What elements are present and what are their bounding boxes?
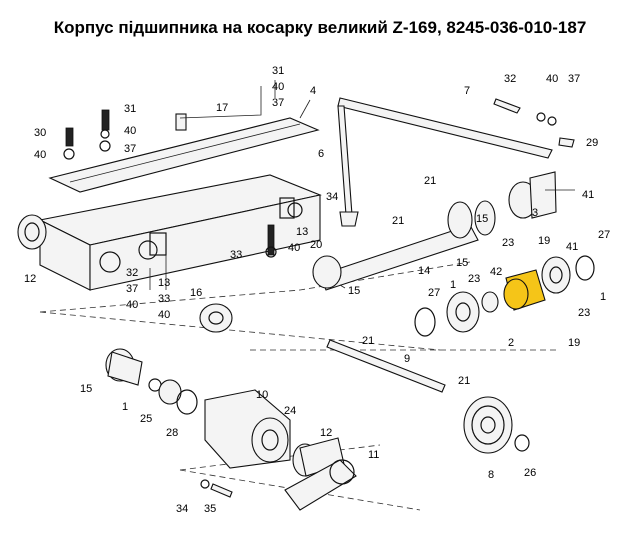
callout-6: 6: [318, 148, 324, 160]
callout-37b: 37: [124, 143, 136, 155]
callout-40c: 40: [34, 149, 46, 161]
callout-42: 42: [490, 266, 502, 278]
callout-26: 26: [524, 467, 536, 479]
gear-housing: [204, 389, 291, 469]
callout-12b: 12: [320, 427, 332, 439]
bevel-gear: [199, 303, 233, 333]
callout-19b: 19: [568, 337, 580, 349]
callout-33a: 33: [230, 249, 242, 261]
callout-9: 9: [404, 353, 410, 365]
callout-17: 17: [216, 102, 228, 114]
callout-37a: 37: [272, 97, 284, 109]
callout-12a: 12: [24, 273, 36, 285]
callout-1b: 1: [600, 291, 606, 303]
bearing-housing-highlighted: [503, 269, 546, 311]
callout-41a: 41: [582, 189, 594, 201]
callout-40f: 40: [126, 299, 138, 311]
callout-30: 30: [34, 127, 46, 139]
callout-21a: 21: [424, 175, 436, 187]
callout-37d: 37: [126, 283, 138, 295]
callout-13b: 13: [158, 277, 170, 289]
callout-1a: 1: [450, 279, 456, 291]
callout-23c: 23: [578, 307, 590, 319]
callout-3: 3: [532, 207, 538, 219]
callout-1c: 1: [122, 401, 128, 413]
callout-34a: 34: [326, 191, 338, 203]
bearing-rings-right: [414, 255, 595, 337]
callout-11: 11: [368, 449, 379, 461]
callout-15c: 15: [348, 285, 360, 297]
drive-shaft-assembly: [312, 171, 557, 291]
cutter-beam-housing: [38, 174, 322, 291]
callout-21b: 21: [392, 215, 404, 227]
callout-13a: 13: [296, 226, 308, 238]
callout-16: 16: [190, 287, 202, 299]
callout-21d: 21: [458, 375, 470, 387]
callout-40e: 40: [288, 242, 300, 254]
callout-2: 2: [508, 337, 514, 349]
callout-15b: 15: [456, 257, 468, 269]
long-tie-bar: [337, 97, 553, 227]
callout-32b: 32: [126, 267, 138, 279]
bolt-lower: [200, 479, 233, 498]
callout-37c: 37: [568, 73, 580, 85]
callout-28: 28: [166, 427, 178, 439]
bolts-left: [63, 109, 277, 258]
callout-19a: 19: [538, 235, 550, 247]
page-title: Корпус підшипника на косарку великий Z-1…: [53, 18, 587, 37]
lower-gear-assembly: [105, 348, 198, 415]
callout-27b: 27: [428, 287, 440, 299]
callout-10: 10: [256, 389, 268, 401]
callout-labels: 31 40 37 4 31 40 37 30 40 17 6 7 32 40 3…: [24, 65, 610, 515]
callout-35: 35: [204, 503, 216, 515]
bearing-cup-and-bracket: [284, 437, 357, 511]
callout-31a: 31: [272, 65, 284, 77]
end-seal-ring: [17, 214, 47, 250]
callout-40a: 40: [272, 81, 284, 93]
callout-32: 32: [504, 73, 516, 85]
callout-23a: 23: [502, 237, 514, 249]
top-cover-plate: [48, 117, 320, 193]
callout-25: 25: [140, 413, 152, 425]
callout-7: 7: [464, 85, 470, 97]
leader-lines: [149, 80, 575, 290]
drive-pulley: [463, 396, 530, 454]
callout-40b: 40: [124, 125, 136, 137]
callout-4: 4: [310, 85, 316, 97]
callout-24: 24: [284, 405, 296, 417]
bolts-right: [493, 98, 575, 148]
callout-40g: 40: [158, 309, 170, 321]
callout-23b: 23: [468, 273, 480, 285]
callout-40d: 40: [546, 73, 558, 85]
callout-41b: 41: [566, 241, 578, 253]
callout-21c: 21: [362, 335, 374, 347]
callout-29: 29: [586, 137, 598, 149]
callout-8: 8: [488, 469, 494, 481]
callout-34b: 34: [176, 503, 188, 515]
callout-15a: 15: [476, 213, 488, 225]
callout-14: 14: [418, 265, 430, 277]
callout-31b: 31: [124, 103, 136, 115]
callout-20: 20: [310, 239, 322, 251]
callout-27a: 27: [598, 229, 610, 241]
lower-long-shaft: [326, 339, 446, 393]
callout-15d: 15: [80, 383, 92, 395]
callout-33b: 33: [158, 293, 170, 305]
